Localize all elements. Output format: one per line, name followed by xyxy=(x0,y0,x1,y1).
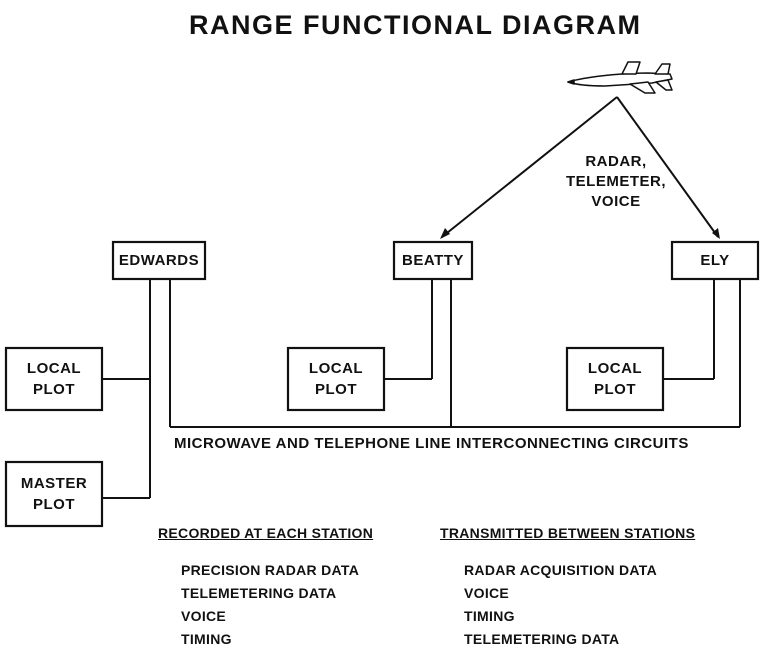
local-plot-label-edwards: LOCAL PLOT xyxy=(6,358,102,400)
interconnect-label: MICROWAVE AND TELEPHONE LINE INTERCONNEC… xyxy=(174,435,689,452)
aircraft-icon xyxy=(567,61,673,94)
connecting-lines xyxy=(102,96,741,499)
transmitted-item: TELEMETERING DATA xyxy=(464,631,620,647)
recorded-item: TIMING xyxy=(181,631,232,647)
local-plot-label-ely: LOCAL PLOT xyxy=(567,358,663,400)
master-plot-label: MASTER PLOT xyxy=(6,473,102,515)
master-plot-line2: PLOT xyxy=(33,496,75,513)
local-plot-line2: PLOT xyxy=(33,381,75,398)
station-label-ely: ELY xyxy=(700,252,730,269)
recorded-heading: RECORDED AT EACH STATION xyxy=(158,525,374,541)
local-plot-line1: LOCAL xyxy=(587,360,643,377)
link-label-line2: TELEMETER, xyxy=(565,173,666,190)
transmitted-item: VOICE xyxy=(464,585,510,601)
master-plot-line1: MASTER xyxy=(20,475,88,492)
recorded-item: PRECISION RADAR DATA xyxy=(181,562,360,578)
local-plot-line1: LOCAL xyxy=(26,360,82,377)
station-label-edwards: EDWARDS xyxy=(118,252,200,269)
local-plot-line1: LOCAL xyxy=(308,360,364,377)
transmitted-item: TIMING xyxy=(464,608,515,624)
arrow-beatty xyxy=(440,228,450,239)
edwards-box xyxy=(111,240,207,281)
local-plot-line2: PLOT xyxy=(594,381,636,398)
link-label: RADAR, TELEMETER, VOICE xyxy=(561,152,671,212)
recorded-item: VOICE xyxy=(181,608,227,624)
station-label-beatty: BEATTY xyxy=(402,252,464,269)
recorded-item: TELEMETERING DATA xyxy=(181,585,337,601)
link-beatty-aircraft xyxy=(441,96,618,238)
page-title: RANGE FUNCTIONAL DIAGRAM xyxy=(189,10,642,40)
transmitted-heading: TRANSMITTED BETWEEN STATIONS xyxy=(440,525,696,541)
transmitted-item: RADAR ACQUISITION DATA xyxy=(464,562,657,578)
link-ely-aircraft xyxy=(616,96,719,238)
link-label-line1: RADAR, xyxy=(585,153,647,170)
arrow-ely xyxy=(712,228,720,239)
local-plot-line2: PLOT xyxy=(315,381,357,398)
master-plot-box xyxy=(4,460,104,528)
local-plot-label-beatty: LOCAL PLOT xyxy=(288,358,384,400)
link-label-line3: VOICE xyxy=(591,193,641,210)
